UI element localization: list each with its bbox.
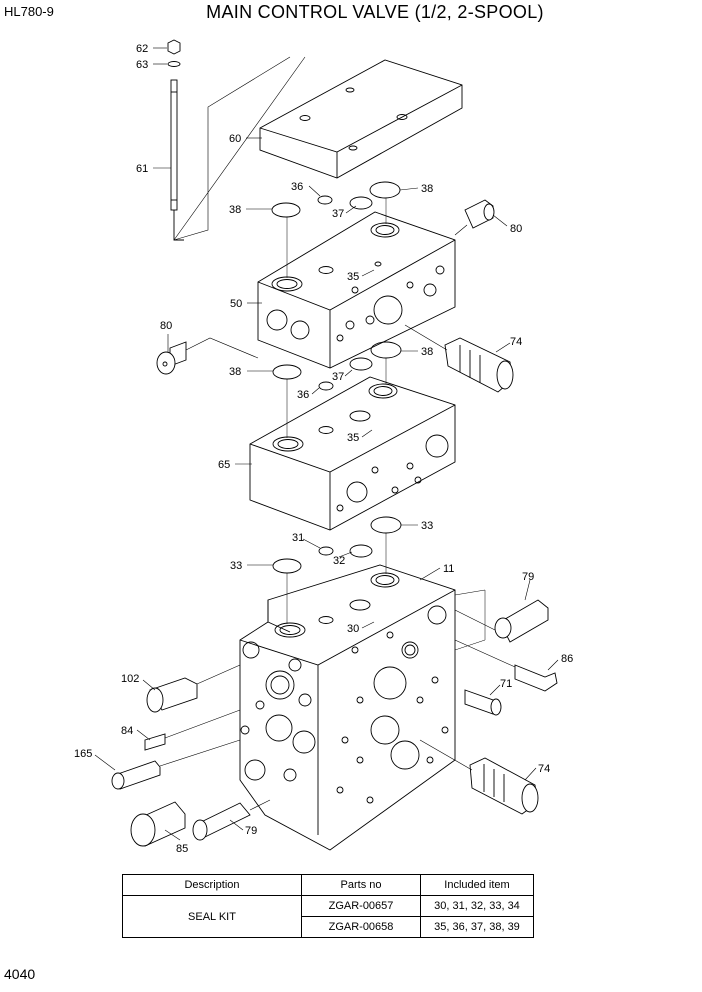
section-block-middle <box>249 376 456 531</box>
callout-11: 11 <box>443 563 454 575</box>
included-items: 35, 36, 37, 38, 39 <box>420 916 534 938</box>
col-included-item: Included item <box>420 874 534 896</box>
valve-85 <box>130 801 186 847</box>
col-parts-no: Parts no <box>301 874 421 896</box>
callout-79: 79 <box>522 571 534 583</box>
callout-60: 60 <box>229 133 241 145</box>
callout-61: 61 <box>136 163 148 175</box>
callout-80: 80 <box>160 320 172 332</box>
callout-35: 35 <box>347 271 359 283</box>
callout-31: 31 <box>292 532 304 544</box>
callout-labels: 62 63 61 60 36 38 38 37 80 35 50 80 74 3… <box>74 43 573 855</box>
callout-80: 80 <box>510 223 522 235</box>
page-number: 4040 <box>4 966 36 982</box>
callout-79: 79 <box>245 825 257 837</box>
table-header-row: Description Parts no Included item <box>122 874 534 896</box>
exploded-valve-diagram: 62 63 61 60 36 38 38 37 80 35 50 80 74 3… <box>74 39 573 855</box>
plug-80-left <box>156 337 259 375</box>
model-code: HL780-9 <box>4 4 54 19</box>
callout-86: 86 <box>561 653 573 665</box>
part-number: ZGAR-00657 <box>301 895 421 917</box>
callout-38: 38 <box>421 183 433 195</box>
callout-36: 36 <box>297 389 309 401</box>
callout-165: 165 <box>74 748 92 760</box>
callout-74: 74 <box>538 763 550 775</box>
callout-71: 71 <box>500 678 512 690</box>
cover-plate <box>259 59 463 179</box>
plug-71 <box>464 689 502 716</box>
section-block-upper <box>257 211 456 369</box>
table-row: ZGAR-00658 35, 36, 37, 38, 39 <box>123 916 534 938</box>
callout-85: 85 <box>176 843 188 855</box>
fitting-86 <box>454 639 558 692</box>
tie-bolt-assembly <box>167 39 306 241</box>
included-items: 30, 31, 32, 33, 34 <box>420 895 534 917</box>
plug-102 <box>146 664 241 713</box>
callout-38: 38 <box>229 366 241 378</box>
col-description: Description <box>122 874 302 896</box>
leader-lines <box>94 47 559 841</box>
callout-32: 32 <box>333 555 345 567</box>
callout-33: 33 <box>421 520 433 532</box>
plug-80-right <box>454 199 495 236</box>
plug-84 <box>144 709 241 751</box>
main-housing <box>239 564 456 851</box>
callout-37: 37 <box>332 208 344 220</box>
callout-38: 38 <box>229 204 241 216</box>
guide-lines <box>286 198 486 651</box>
callout-30: 30 <box>347 623 359 635</box>
callout-84: 84 <box>121 725 133 737</box>
callout-50: 50 <box>230 298 242 310</box>
sensor-79-right <box>454 599 549 643</box>
callout-63: 63 <box>136 59 148 71</box>
callout-62: 62 <box>136 43 148 55</box>
callout-38: 38 <box>421 346 433 358</box>
callout-74: 74 <box>510 336 522 348</box>
callout-35: 35 <box>347 432 359 444</box>
callout-36: 36 <box>291 181 303 193</box>
valve-165 <box>111 739 241 790</box>
relief-valve-upper <box>404 324 514 393</box>
callout-102: 102 <box>121 673 139 685</box>
callout-65: 65 <box>218 459 230 471</box>
sensor-79-bottom <box>192 799 271 841</box>
callout-37: 37 <box>332 371 344 383</box>
callout-33: 33 <box>230 560 242 572</box>
relief-valve-lower <box>419 739 539 815</box>
page-title: MAIN CONTROL VALVE (1/2, 2-SPOOL) <box>206 2 544 22</box>
part-number: ZGAR-00658 <box>301 916 421 938</box>
seal-kit-table: Description Parts no Included item SEAL … <box>122 874 534 938</box>
seal-kit-description: SEAL KIT <box>122 895 302 938</box>
table-row: SEAL KIT ZGAR-00657 30, 31, 32, 33, 34 <box>122 895 534 938</box>
